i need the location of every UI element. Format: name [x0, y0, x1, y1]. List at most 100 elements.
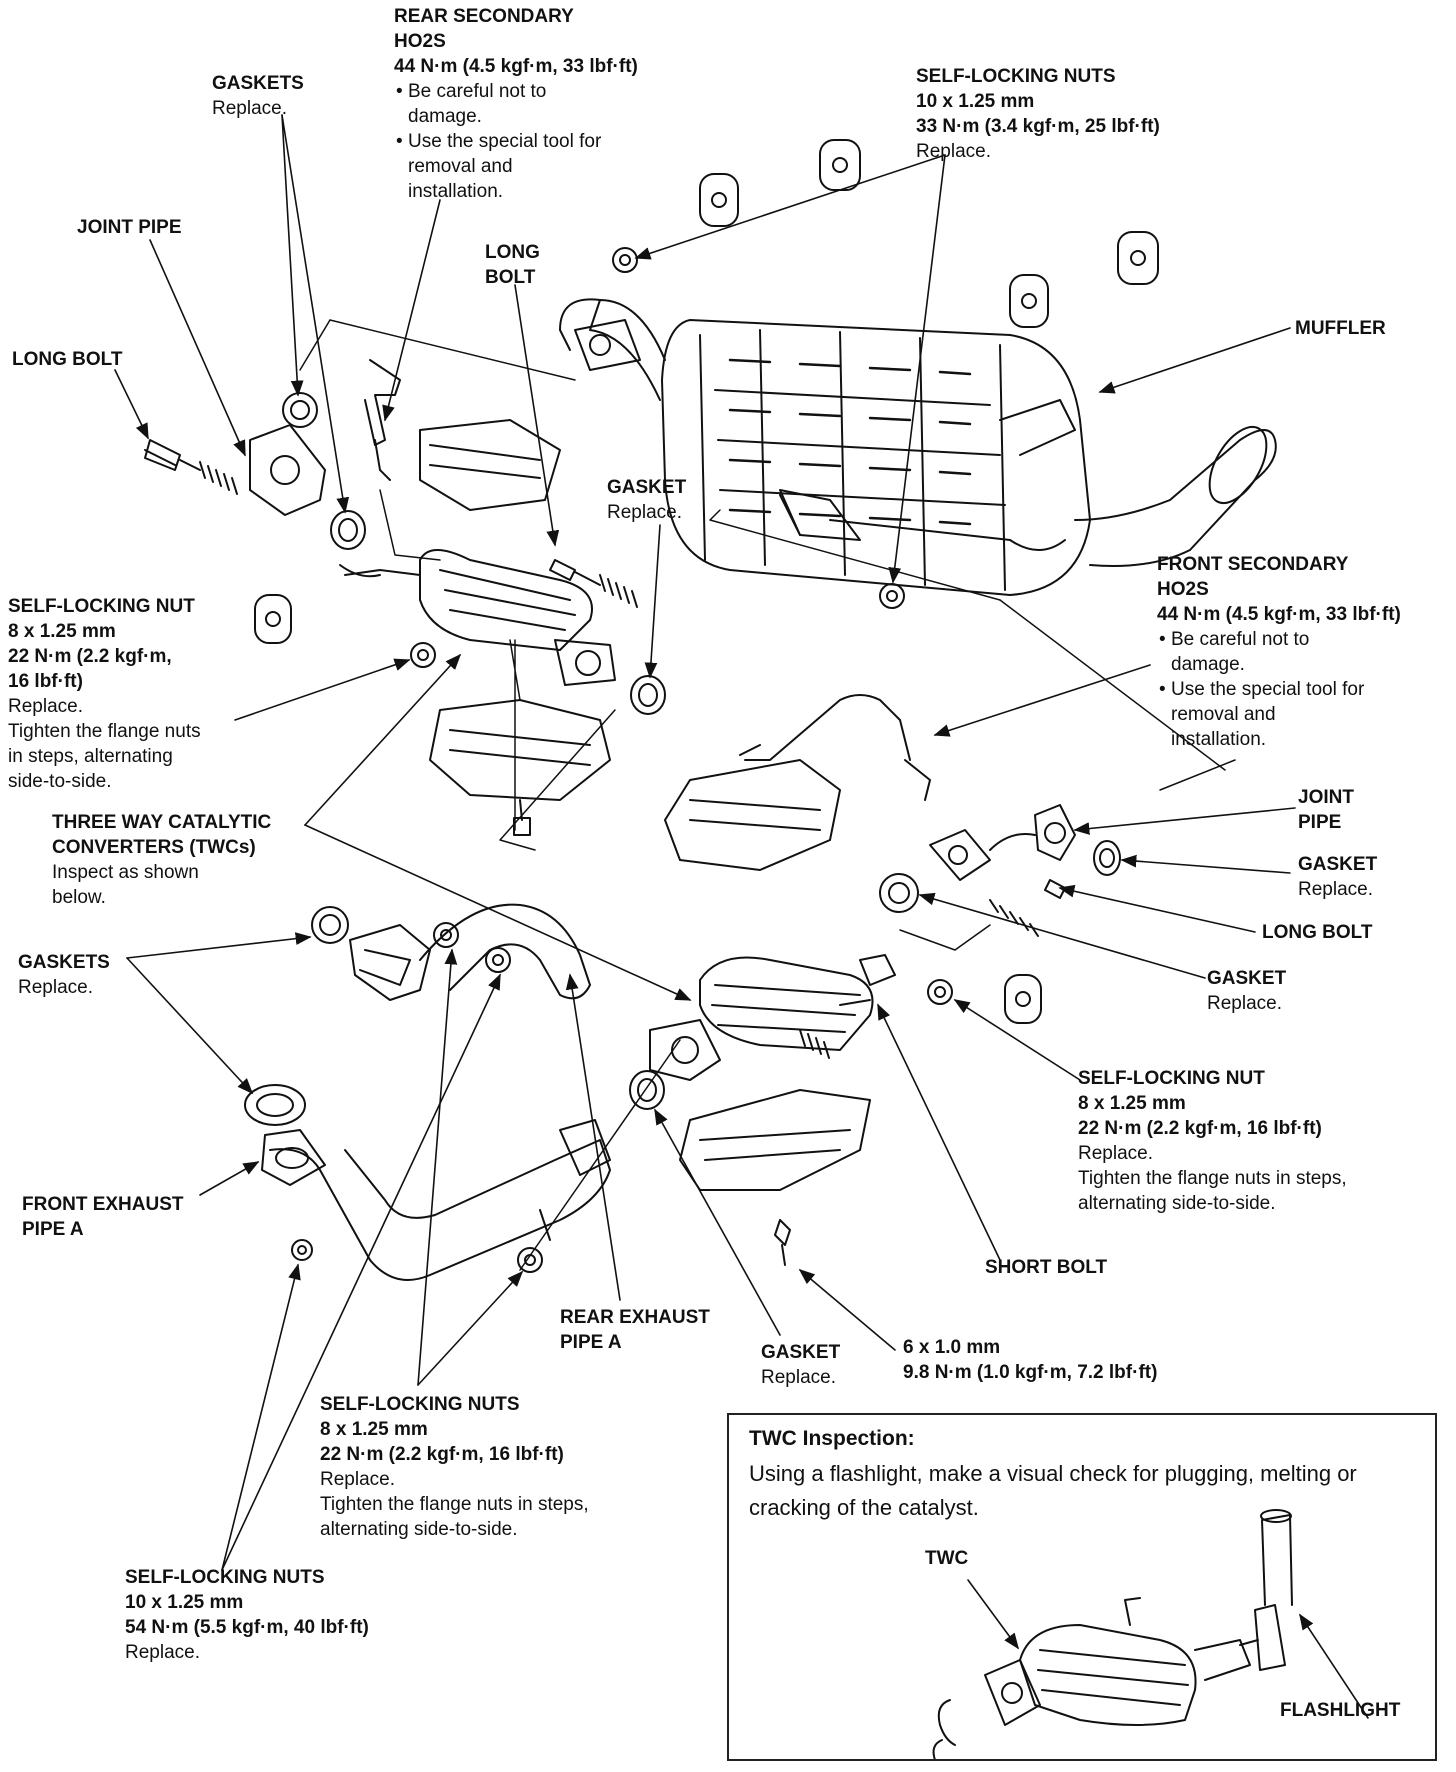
slnut-left-instr-2: in steps, alternating — [8, 746, 173, 767]
long-bolt-left-title: LONG BOLT — [12, 349, 123, 370]
twc-title-1: THREE WAY CATALYTIC — [52, 812, 272, 833]
muffler-part — [559, 298, 1277, 596]
self-locking-nut-right-label: SELF-LOCKING NUT 8 x 1.25 mm 22 N·m (2.2… — [1078, 1066, 1347, 1216]
slnuts-bottom-title: SELF-LOCKING NUTS — [125, 1567, 325, 1588]
twc-label: THREE WAY CATALYTIC CONVERTERS (TWCs) In… — [52, 810, 271, 910]
bolt-6x1-label: 6 x 1.0 mm 9.8 N·m (1.0 kgf·m, 7.2 lbf·f… — [903, 1335, 1157, 1385]
slnut-right-spec: 22 N·m (2.2 kgf·m, 16 lbf·ft) — [1078, 1118, 1322, 1139]
gasket-parts — [244, 392, 1121, 1126]
front-ho2s-title-2: HO2S — [1157, 579, 1209, 600]
inset-flashlight-label: FLASHLIGHT — [1280, 1700, 1401, 1721]
short-bolt-label: SHORT BOLT — [985, 1255, 1107, 1280]
slnuts-mid-note: Replace. — [320, 1469, 395, 1490]
gasket-bottom-title: GASKET — [761, 1342, 841, 1363]
gasket-right-top-title: GASKET — [1298, 854, 1378, 875]
gasket-mid-label: GASKET Replace. — [607, 475, 686, 525]
slnut-left-title: SELF-LOCKING NUT — [8, 596, 195, 617]
gasket-bottom-label: GASKET Replace. — [761, 1340, 840, 1390]
front-ho2s-bullet-2: Use the special tool for removal and ins… — [1157, 677, 1371, 752]
joint-pipe-left-part — [144, 424, 326, 516]
joint-pipe-left-label: JOINT PIPE — [77, 215, 182, 240]
slnut-right-title: SELF-LOCKING NUT — [1078, 1068, 1265, 1089]
long-bolt-right-title: LONG BOLT — [1262, 922, 1373, 943]
gasket-mid-title: GASKET — [607, 477, 687, 498]
slnut-right-note: Replace. — [1078, 1143, 1153, 1164]
rear-ho2s-title-1: REAR SECONDARY — [394, 6, 574, 27]
long-bolt-right-label: LONG BOLT — [1262, 920, 1372, 945]
front-exhaust-title-2: PIPE A — [22, 1219, 84, 1240]
bolt-6x1-spec: 9.8 N·m (1.0 kgf·m, 7.2 lbf·ft) — [903, 1362, 1158, 1383]
slnut-left-spec-2: 16 lbf·ft) — [8, 671, 83, 692]
twc-inspection-box: TWC Inspection: Using a flashlight, make… — [727, 1413, 1437, 1761]
slnuts-top-size: 10 x 1.25 mm — [916, 91, 1035, 112]
long-bolt-upper-label: LONG BOLT — [485, 240, 540, 290]
joint-pipe-right-label: JOINT PIPE — [1298, 785, 1354, 835]
rear-ho2s-bullet-1: Be careful not to damage. — [394, 79, 608, 129]
long-bolt-upper-title-1: LONG — [485, 242, 540, 263]
rear-ho2s-spec: 44 N·m (4.5 kgf·m, 33 lbf·ft) — [394, 56, 638, 77]
front-exhaust-pipe-part — [261, 903, 611, 1281]
muffler-label: MUFFLER — [1295, 316, 1386, 341]
slnuts-top-spec: 33 N·m (3.4 kgf·m, 25 lbf·ft) — [916, 116, 1160, 137]
slnuts-top-title: SELF-LOCKING NUTS — [916, 66, 1116, 87]
gaskets-top-note: Replace. — [212, 98, 287, 119]
self-locking-nuts-mid-label: SELF-LOCKING NUTS 8 x 1.25 mm 22 N·m (2.… — [320, 1392, 589, 1542]
slnut-right-size: 8 x 1.25 mm — [1078, 1093, 1186, 1114]
bolt-6x1-size: 6 x 1.0 mm — [903, 1337, 1001, 1358]
slnut-left-note: Replace. — [8, 696, 83, 717]
twc-inspection-text: Using a flashlight, make a visual check … — [749, 1461, 1357, 1520]
rubber-hanger-parts — [254, 139, 1159, 1024]
slnut-right-instr-2: alternating side-to-side. — [1078, 1193, 1276, 1214]
front-ho2s-title-1: FRONT SECONDARY — [1157, 554, 1349, 575]
front-exhaust-pipe-label: FRONT EXHAUST PIPE A — [22, 1192, 184, 1242]
twc-inspection-drawing — [932, 1509, 1369, 1761]
rear-exhaust-title-1: REAR EXHAUST — [560, 1307, 710, 1328]
rear-exhaust-title-2: PIPE A — [560, 1332, 622, 1353]
slnut-left-instr-1: Tighten the flange nuts — [8, 721, 201, 742]
leader-arrows — [114, 114, 1296, 1571]
rear-ho2s-bullet-2: Use the special tool for removal and ins… — [394, 129, 608, 204]
gasket-right-mid-title: GASKET — [1207, 968, 1287, 989]
front-exhaust-title-1: FRONT EXHAUST — [22, 1194, 184, 1215]
slnut-right-instr-1: Tighten the flange nuts in steps, — [1078, 1168, 1347, 1189]
self-locking-nut-left-label: SELF-LOCKING NUT 8 x 1.25 mm 22 N·m (2.2… — [8, 594, 201, 794]
twc-inspection-title: TWC Inspection: — [749, 1427, 915, 1450]
twc-note-2: below. — [52, 887, 106, 908]
inset-twc-label: TWC — [925, 1548, 969, 1569]
joint-pipe-right-title-2: PIPE — [1298, 812, 1342, 833]
nut-parts — [291, 247, 953, 1273]
rear-secondary-ho2s-label: REAR SECONDARY HO2S 44 N·m (4.5 kgf·m, 3… — [394, 4, 638, 204]
front-secondary-ho2s-label: FRONT SECONDARY HO2S 44 N·m (4.5 kgf·m, … — [1157, 552, 1401, 752]
long-bolt-upper-title-2: BOLT — [485, 267, 536, 288]
self-locking-nuts-bottom-label: SELF-LOCKING NUTS 10 x 1.25 mm 54 N·m (5… — [125, 1565, 369, 1665]
slnuts-mid-size: 8 x 1.25 mm — [320, 1419, 428, 1440]
rear-ho2s-title-2: HO2S — [394, 31, 446, 52]
slnuts-bottom-size: 10 x 1.25 mm — [125, 1592, 244, 1613]
gasket-mid-note: Replace. — [607, 502, 682, 523]
joint-pipe-right-part — [929, 804, 1076, 937]
muffler-title: MUFFLER — [1295, 318, 1386, 339]
joint-pipe-left-title: JOINT PIPE — [77, 217, 182, 238]
slnuts-top-note: Replace. — [916, 141, 991, 162]
long-bolt-left-label: LONG BOLT — [12, 347, 122, 372]
gasket-right-mid-note: Replace. — [1207, 993, 1282, 1014]
slnuts-mid-spec: 22 N·m (2.2 kgf·m, 16 lbf·ft) — [320, 1444, 564, 1465]
front-ho2s-bullet-1: Be careful not to damage. — [1157, 627, 1371, 677]
rear-twc-part — [339, 359, 638, 836]
gasket-bottom-note: Replace. — [761, 1367, 836, 1388]
twc-note-1: Inspect as shown — [52, 862, 199, 883]
gaskets-left-note: Replace. — [18, 977, 93, 998]
self-locking-nuts-top-label: SELF-LOCKING NUTS 10 x 1.25 mm 33 N·m (3… — [916, 64, 1160, 164]
slnuts-mid-instr-2: alternating side-to-side. — [320, 1519, 518, 1540]
front-ho2s-spec: 44 N·m (4.5 kgf·m, 33 lbf·ft) — [1157, 604, 1401, 625]
twc-title-2: CONVERTERS (TWCs) — [52, 837, 256, 858]
joint-pipe-right-title-1: JOINT — [1298, 787, 1354, 808]
gaskets-top-title: GASKETS — [212, 73, 304, 94]
gaskets-left-title: GASKETS — [18, 952, 110, 973]
rear-exhaust-pipe-label: REAR EXHAUST PIPE A — [560, 1305, 710, 1355]
slnuts-bottom-spec: 54 N·m (5.5 kgf·m, 40 lbf·ft) — [125, 1617, 369, 1638]
slnut-left-spec-1: 22 N·m (2.2 kgf·m, — [8, 646, 172, 667]
gaskets-top-label: GASKETS Replace. — [212, 71, 304, 121]
slnut-left-instr-3: side-to-side. — [8, 771, 112, 792]
